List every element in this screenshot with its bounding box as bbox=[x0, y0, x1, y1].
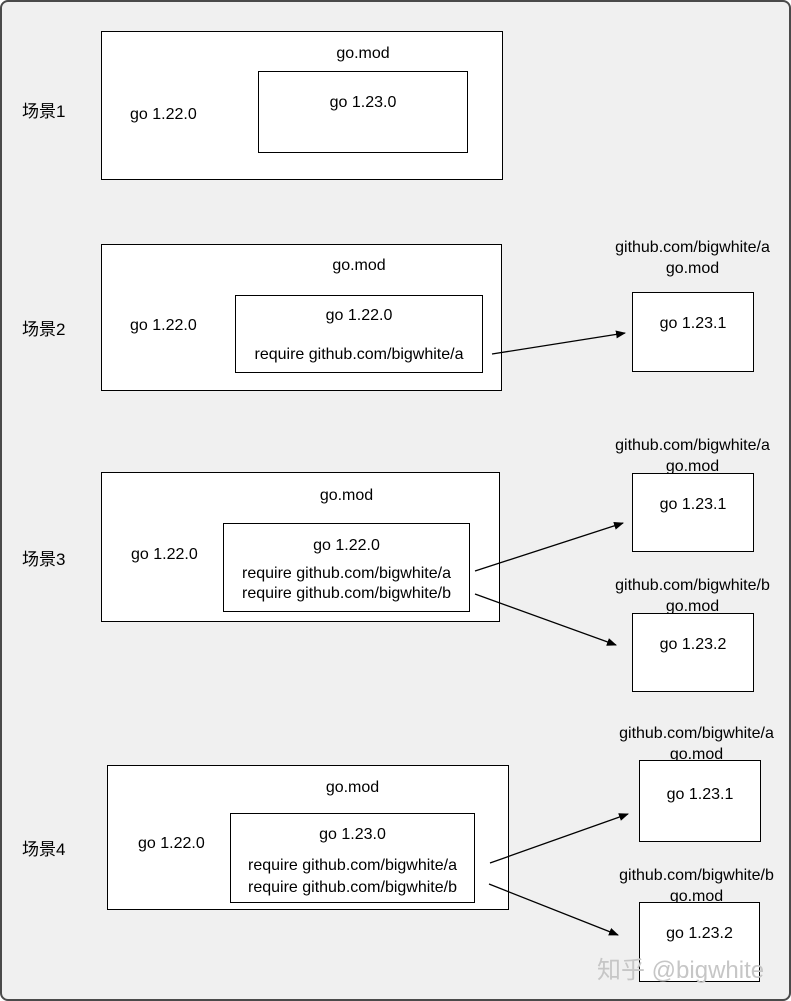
scenario-3-require-b: require github.com/bigwhite/b bbox=[241, 585, 451, 602]
scenario-4-dep-b-module: github.com/bigwhite/b bbox=[619, 867, 774, 884]
scenario-3-inner-go-directive: go 1.22.0 bbox=[313, 537, 380, 554]
scenario-2-label: 场景2 bbox=[22, 320, 66, 339]
scenario-3-dep-b-box: go 1.23.2 bbox=[632, 613, 754, 692]
scenario-2-dep-a-file: go.mod bbox=[665, 260, 720, 277]
scenario-3-dep-b-caption: github.com/bigwhite/b go.mod bbox=[595, 575, 789, 617]
scenario-4-dep-b-file: go.mod bbox=[669, 888, 724, 905]
scenario-1-label: 场景1 bbox=[22, 102, 66, 121]
scenario-4-inner-go-directive: go 1.23.0 bbox=[319, 826, 386, 843]
arrow-scenario-2-dep-a bbox=[491, 330, 626, 355]
scenario-3-dep-a-go-directive: go 1.23.1 bbox=[659, 496, 727, 513]
scenario-1-gomod-title: go.mod bbox=[336, 45, 390, 62]
scenario-1-inner-gomod-box: go 1.23.0 bbox=[258, 71, 468, 153]
scenario-4-gomod-title: go.mod bbox=[325, 779, 380, 796]
scenario-4-dep-a-box: go 1.23.1 bbox=[639, 760, 761, 842]
scenario-3-gomod-title: go.mod bbox=[319, 487, 374, 504]
scenario-4-dep-a-module: github.com/bigwhite/a bbox=[619, 725, 774, 742]
scenario-3-dep-a-caption: github.com/bigwhite/a go.mod bbox=[595, 435, 789, 477]
scenario-4-dep-a-go-directive: go 1.23.1 bbox=[666, 786, 734, 803]
scenario-3-dep-b-module: github.com/bigwhite/b bbox=[615, 577, 770, 594]
scenario-3-dep-b-file: go.mod bbox=[665, 598, 720, 615]
scenario-1-outer-gomod-box: go.mod go 1.22.0 go 1.23.0 bbox=[101, 31, 503, 180]
scenario-4-outer-gomod-box: go.mod go 1.22.0 go 1.23.0 require githu… bbox=[107, 765, 509, 910]
scenario-2-gomod-title: go.mod bbox=[332, 257, 386, 274]
scenario-2-inner-gomod-box: go 1.22.0 require github.com/bigwhite/a bbox=[235, 295, 483, 373]
zhihu-watermark-handle: @bigwhite bbox=[651, 957, 765, 984]
scenario-3-dep-a-box: go 1.23.1 bbox=[632, 473, 754, 552]
scenario-2-dep-a-go-directive: go 1.23.1 bbox=[659, 315, 727, 332]
scenario-2-outer-gomod-box: go.mod go 1.22.0 go 1.22.0 require githu… bbox=[101, 244, 502, 391]
scenario-2-dep-a-box: go 1.23.1 bbox=[632, 292, 754, 372]
scenario-3-dep-a-module: github.com/bigwhite/a bbox=[615, 437, 770, 454]
scenario-3-dep-b-go-directive: go 1.23.2 bbox=[659, 636, 727, 653]
scenario-3-go-directive: go 1.22.0 bbox=[131, 546, 198, 563]
scenario-1-go-directive: go 1.22.0 bbox=[130, 106, 197, 123]
scenario-3-require-a: require github.com/bigwhite/a bbox=[241, 565, 451, 582]
scenario-3-inner-gomod-box: go 1.22.0 require github.com/bigwhite/a … bbox=[223, 523, 470, 612]
scenario-2-dep-a-module: github.com/bigwhite/a bbox=[615, 239, 770, 256]
zhihu-watermark-brand: 知乎 bbox=[597, 957, 645, 984]
scenario-3-dep-a-file: go.mod bbox=[665, 458, 720, 475]
scenario-3-label: 场景3 bbox=[22, 550, 66, 569]
scenario-3-outer-gomod-box: go.mod go 1.22.0 go 1.22.0 require githu… bbox=[101, 472, 500, 622]
arrow-scenario-4-dep-a bbox=[489, 813, 629, 864]
scenario-1-inner-go-directive: go 1.23.0 bbox=[329, 94, 397, 111]
scenario-4-dep-b-caption: github.com/bigwhite/b go.mod bbox=[599, 865, 789, 907]
scenario-4-require-b: require github.com/bigwhite/b bbox=[247, 879, 457, 896]
scenario-2-require-a: require github.com/bigwhite/a bbox=[254, 346, 464, 363]
scenario-4-require-a: require github.com/bigwhite/a bbox=[247, 857, 457, 874]
scenario-2-inner-go-directive: go 1.22.0 bbox=[325, 307, 393, 324]
zhihu-watermark: 知乎 @bigwhite bbox=[597, 950, 764, 985]
scenario-4-dep-a-file: go.mod bbox=[669, 746, 724, 763]
scenario-2-go-directive: go 1.22.0 bbox=[130, 317, 197, 334]
scenario-4-dep-b-box: go 1.23.2 bbox=[639, 902, 760, 982]
scenario-4-label: 场景4 bbox=[22, 840, 66, 859]
scenario-4-dep-b-go-directive: go 1.23.2 bbox=[666, 925, 733, 942]
scenario-4-go-directive: go 1.22.0 bbox=[138, 835, 205, 852]
scenario-4-dep-a-caption: github.com/bigwhite/a go.mod bbox=[599, 723, 789, 765]
scenario-2-dep-a-caption: github.com/bigwhite/a go.mod bbox=[595, 237, 789, 279]
scenario-4-inner-gomod-box: go 1.23.0 require github.com/bigwhite/a … bbox=[230, 813, 475, 903]
